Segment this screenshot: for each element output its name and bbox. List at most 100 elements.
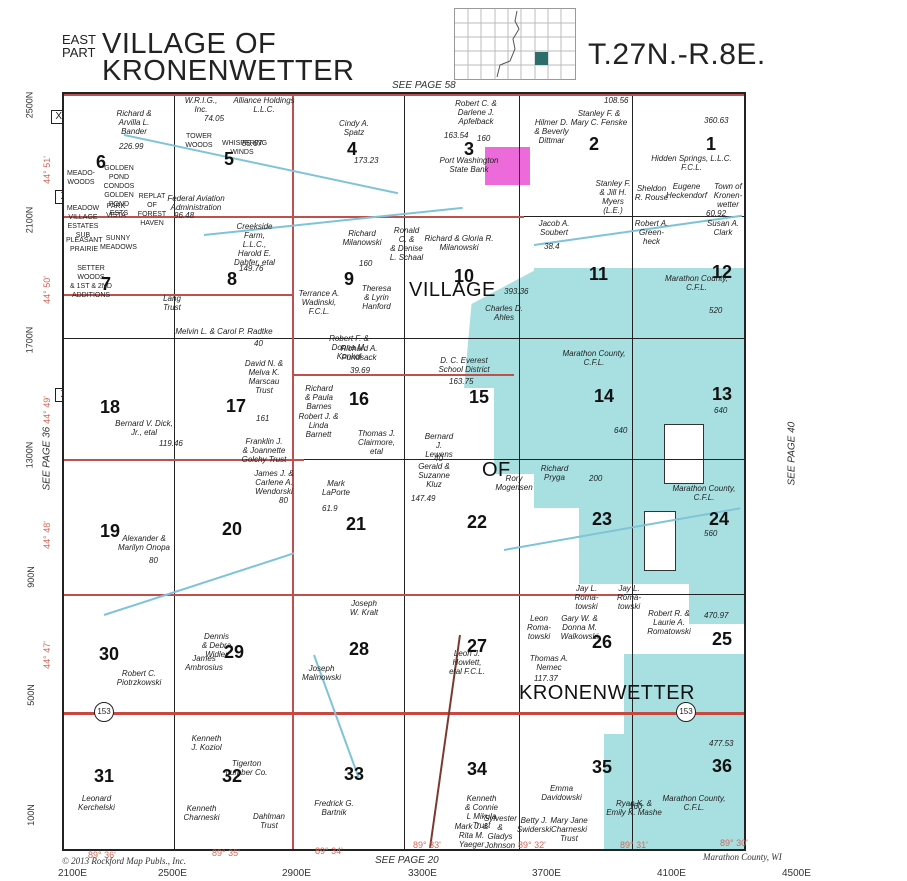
owner-kits[interactable]: Sylvester & Gladys Johnson <box>484 814 517 850</box>
owner-john-pryga[interactable]: Rory Mogensen <box>495 474 533 492</box>
see-page-right[interactable]: SEE PAGE 40 <box>786 421 798 486</box>
owner-sec14[interactable]: Marathon County, C.F.L. <box>562 349 626 367</box>
owner-marathon-36b[interactable]: Ryan K. & Emily K. Mashe <box>606 799 662 817</box>
owner-sec34[interactable]: Kenneth & Connie L Mikula Trust <box>465 794 498 830</box>
owner-golchy[interactable]: Thomas J. Clairmore, etal <box>357 429 396 456</box>
owner-sec23[interactable]: Richard Pryga <box>540 464 569 482</box>
owner-sheldon-rouse[interactable]: Sheldon R. Rouse <box>634 184 669 202</box>
owner-sec30[interactable]: Robert C. Piotrzkowski <box>116 669 162 687</box>
subdivision-park-vista[interactable]: PARK VISTA <box>106 203 126 219</box>
owner-dittmar[interactable]: Hilmer D. & Beverly Dittmar <box>534 118 569 145</box>
owner-sec27-nemec[interactable]: Thomas A. Nemec <box>529 654 569 672</box>
owner-sec5[interactable]: Alliance Holdings L.L.C. <box>233 96 295 114</box>
subdivision-golden-pond[interactable]: GOLDEN POND CONDOS GOLDEN POND ESTS <box>103 165 135 217</box>
highlight-parcel-heartwood[interactable] <box>485 147 530 185</box>
acres-sec3: 163.54 <box>444 131 469 140</box>
owner-radtke[interactable]: Robert F. & Donna M. Konkol <box>329 334 369 361</box>
owner-lewens[interactable]: Charles D. Ahles <box>485 304 523 322</box>
owner-yaeger[interactable]: Kenneth J. Koziol <box>191 734 222 752</box>
owner-edward-adamus[interactable]: Joseph W. Kralt <box>349 599 379 617</box>
creek-peplin <box>103 552 295 616</box>
owner-sec16[interactable]: Richard A. Pundsack <box>340 344 378 362</box>
owner-konkol[interactable]: Terrance A. Wadinski, F.C.L. <box>298 289 340 316</box>
lat-44-50: 44° 50' <box>41 276 52 304</box>
owner-koskol[interactable]: Betty J. Swiderski <box>516 816 552 834</box>
owner-town-kronenwetter[interactable]: Town of Kronen- wetter <box>713 182 743 209</box>
owner-sec32[interactable]: Kenneth Charneski <box>183 804 220 822</box>
owner-howlett[interactable]: Leon Roma- towski <box>526 614 551 641</box>
lon-89-31: 89° 31' <box>620 840 648 850</box>
subdivision-whispering-winds[interactable]: WHISPERING WINDS <box>222 140 268 156</box>
owner-myers[interactable]: Stanley F. & Jill H. Myers (L.E.) <box>595 179 631 215</box>
owner-sec18[interactable]: Bernard V. Dick, Jr., etal <box>115 419 173 437</box>
owner-barnes[interactable]: Robert J. & Linda Barnett <box>298 412 339 439</box>
owner-sec36[interactable]: Marathon County, C.F.L. <box>662 794 726 812</box>
owner-sec11-soubert[interactable]: Jacob A. Soubert <box>538 219 570 237</box>
owner-sec1[interactable]: Hidden Springs, L.L.C. F.C.L. <box>651 154 732 172</box>
owner-wadinski[interactable]: Theresa & Lyrin Hanford <box>361 284 392 311</box>
owner-sec35[interactable]: Emma Davidowski <box>541 784 582 802</box>
see-page-top[interactable]: SEE PAGE 58 <box>392 80 456 91</box>
owner-susan-clark[interactable]: Susan A. Clark <box>706 219 740 237</box>
owner-dahlman[interactable]: James Ambrosius <box>185 654 223 672</box>
owner-sec20[interactable]: James J. & Carlene A. Wendorski <box>254 469 294 496</box>
owner-greenheck[interactable]: Robert A. Green- heck <box>634 219 669 246</box>
section-26-number: 26 <box>592 632 613 652</box>
owner-sec7-lang[interactable]: Lang Trust <box>163 294 181 312</box>
lat-44-51: 44° 51' <box>41 156 52 184</box>
owner-sec3[interactable]: Robert C. & Darlene J. Apfelback <box>455 99 497 126</box>
owner-heckendorf[interactable]: Eugene Heckendorf <box>666 182 707 200</box>
owner-timothy-romatowski[interactable]: Jay L. Roma- towski <box>574 584 599 611</box>
owner-sec19[interactable]: Alexander & Marilyn Onopa <box>117 534 171 552</box>
acres-sec21: 61.9 <box>322 504 338 513</box>
owner-kralt[interactable]: Leon J. Howlett, etal F.C.L. <box>449 649 485 676</box>
owner-swiderski[interactable]: Mark J. & Rita M. Yaeger <box>454 822 489 849</box>
subdivision-meadowoods[interactable]: MEADO- WOODS <box>67 170 95 186</box>
owner-mary-jane-charneski[interactable]: Dahlman Trust <box>252 812 285 830</box>
road-bank <box>64 294 294 296</box>
subdivision-sunny-meadows[interactable]: SUNNY MEADOWS <box>100 235 137 251</box>
owner-sec6[interactable]: Richard & Arvilla L. Bander <box>116 109 152 136</box>
owner-wrig[interactable]: W.R.I.G., Inc. <box>184 96 218 114</box>
owner-krueger[interactable]: Mary Jane Charneski Trust <box>550 816 588 843</box>
section-line-v3 <box>404 94 405 849</box>
owner-clairmore[interactable]: Bernard J. Lewens <box>424 432 454 459</box>
owner-sec9[interactable]: Richard Milanowski <box>342 229 382 247</box>
owner-ryskiewicz[interactable]: Richard & Paula Barnes <box>304 384 334 411</box>
acres-sec1: 360.63 <box>704 116 729 125</box>
owner-sec8[interactable]: Creekside Farm, L.L.C., Harold E. Dabfer… <box>234 222 275 267</box>
owner-sec25[interactable]: Robert R. & Laurie A. Romatowski <box>647 609 691 636</box>
owner-hanford[interactable]: Ronald C. & & Denise L. Schaal <box>389 226 424 262</box>
subdivision-pleasant-prairie[interactable]: PLEASANT PRAIRIE <box>66 237 103 253</box>
owner-sec22[interactable]: Gerald & Suzanne Kluz <box>418 462 450 489</box>
owner-sec15[interactable]: D. C. Everest School District <box>438 356 490 374</box>
owner-sec28[interactable]: Joseph Malinowski <box>301 664 342 682</box>
section-6-number: 6 <box>96 152 107 172</box>
owner-leon-romatowski[interactable]: Jay L. Roma- towski <box>616 584 641 611</box>
see-page-left[interactable]: SEE PAGE 36 <box>41 426 53 491</box>
owner-sec12[interactable]: Marathon County, C.F.L. <box>665 274 728 292</box>
owner-port-washington[interactable]: Port Washington State Bank <box>439 156 499 174</box>
owner-sec26[interactable]: Gary W. & Donna M. Walkowski <box>560 614 599 641</box>
owner-sec24[interactable]: Marathon County, C.F.L. <box>672 484 736 502</box>
section-3-number: 3 <box>464 139 475 159</box>
subdivision-replat-forest-haven[interactable]: REPLAT OF FOREST HAVEN <box>137 193 167 227</box>
see-page-bottom[interactable]: SEE PAGE 20 <box>375 855 439 866</box>
owner-sec17[interactable]: David N. & Melva K. Marscau Trust <box>244 359 284 395</box>
owner-faa[interactable]: Federal Aviation Administration <box>167 194 225 212</box>
owner-sec10[interactable]: Richard & Gloria R. Milanowski <box>424 234 494 252</box>
owner-sec21[interactable]: Mark LaPorte <box>321 479 351 497</box>
owner-sec31[interactable]: Leonard Kerchelski <box>78 794 115 812</box>
owner-barnett[interactable]: Franklin J. & Joannette Golchy Trust <box>241 437 287 464</box>
acres-sec12: 520 <box>709 306 723 315</box>
owner-sylvester-gladys[interactable]: Tigerton Lumber Co. <box>225 759 268 777</box>
owner-ahles[interactable]: Melvin L. & Carol P. Radtke <box>175 327 273 336</box>
subdivision-tower-woods[interactable]: TOWER WOODS <box>185 133 213 149</box>
owner-sec2[interactable]: Stanley F. & Mary C. Fenske <box>570 109 628 127</box>
acres-sec19: 80 <box>149 556 158 565</box>
owner-sec4[interactable]: Cindy A. Spatz <box>339 119 369 137</box>
subdivision-setter-woods[interactable]: SETTER WOODS & 1ST & 2ND ADDITIONS <box>70 265 112 299</box>
subdivision-meadow-village[interactable]: MEADOW VILLAGE ESTATES SUB <box>66 205 100 239</box>
owner-sec33[interactable]: Fredrick G. Bartnik <box>314 799 354 817</box>
owner-sec29[interactable]: Dennis & Debra Widler <box>201 632 232 659</box>
